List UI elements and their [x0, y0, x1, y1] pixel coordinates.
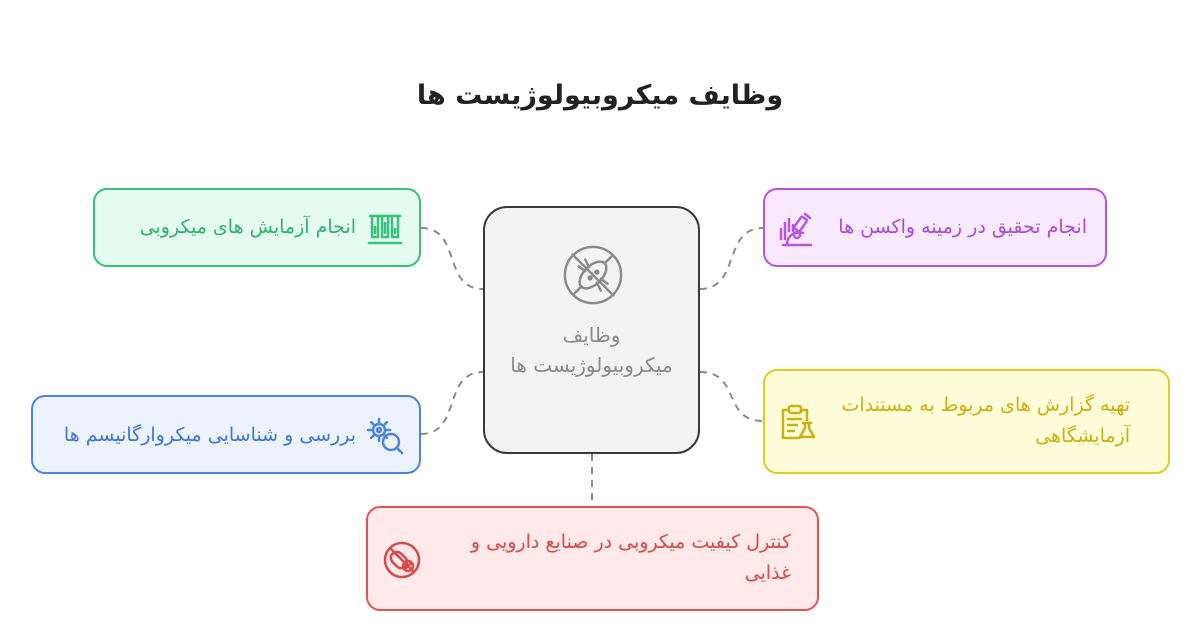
- connector-vaccine: [699, 227, 764, 290]
- connector-identify: [420, 371, 484, 435]
- node-microbial-tests[interactable]: انجام آزمایش های میکروبی: [93, 188, 421, 267]
- microscope-icon: [779, 212, 813, 247]
- center-label: وظایف میکروبیولوژیست ها: [510, 323, 673, 377]
- node-vaccine-research[interactable]: انجام تحقیق در زمینه واکسن ها: [763, 188, 1107, 267]
- node-identification[interactable]: بررسی و شناسایی میکروارگانیسم ها: [31, 395, 421, 474]
- test-tubes-icon: [367, 214, 403, 245]
- node-quality-control[interactable]: کنترل کیفیت میکروبی در صنایع دارویی و غذ…: [366, 506, 819, 611]
- node-lab-reports[interactable]: تهیه گزارش های مربوط به مستندات آزمایشگا…: [763, 369, 1170, 474]
- clipboard-flask-icon: [781, 404, 816, 440]
- connector-reports: [699, 371, 764, 422]
- center-node[interactable]: وظایف میکروبیولوژیست ها: [483, 206, 700, 454]
- node-label-tests: انجام آزمایش های میکروبی: [139, 216, 356, 238]
- node-label-quality: کنترل کیفیت میکروبی در صنایع دارویی و غذ…: [470, 531, 791, 584]
- node-label-vaccine: انجام تحقیق در زمینه واکسن ها: [838, 216, 1087, 238]
- node-label-identify: بررسی و شناسایی میکروارگانیسم ها: [63, 424, 356, 446]
- no-pills-icon: [383, 541, 421, 579]
- bacteria-icon: [563, 245, 623, 305]
- diagram-title: وظایف میکروبیولوژیست ها: [416, 80, 784, 111]
- gear-search-icon: [366, 417, 404, 455]
- node-label-reports: تهیه گزارش های مربوط به مستندات آزمایشگا…: [841, 394, 1130, 447]
- connector-tests: [420, 227, 484, 290]
